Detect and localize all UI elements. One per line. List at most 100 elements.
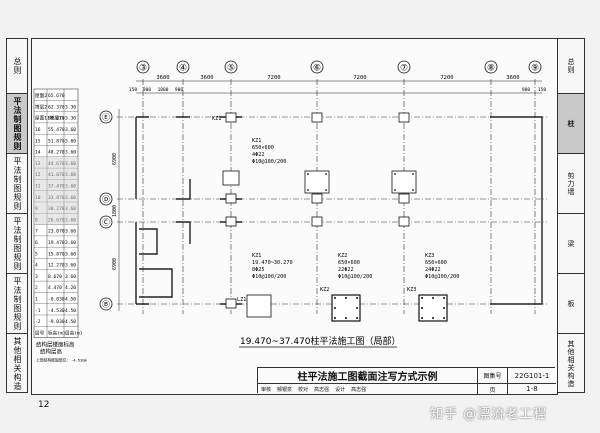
floor-table-cell: 3.60 <box>65 263 76 269</box>
dim-left-2: 1800 <box>112 205 118 217</box>
floor-table-cell: 4.50 <box>65 308 76 314</box>
floor-table-cell: -1 <box>35 308 41 314</box>
axis-label-4: ④ <box>179 64 187 74</box>
vertical-grid-lines <box>142 79 536 314</box>
floor-table-cell: 5 <box>35 251 38 257</box>
axis-label-5: ⑤ <box>227 64 235 74</box>
column-kz1-C7[interactable] <box>398 216 410 227</box>
section-kz2-detail[interactable] <box>331 294 361 322</box>
section-kz1-detail[interactable] <box>222 170 240 186</box>
column-kz1-E5[interactable] <box>225 112 237 123</box>
right-tab-column[interactable]: 柱 <box>558 94 584 154</box>
column-kz1-D7[interactable] <box>398 193 410 204</box>
dim-detail-4: 900 <box>175 87 183 93</box>
right-tab-shear-wall[interactable]: 剪力墙 <box>558 154 584 214</box>
dim-detail-2: 900 <box>143 87 151 93</box>
kz2-line3: 22Φ22 <box>338 267 354 273</box>
section-kz1-detail-2[interactable] <box>304 170 330 194</box>
floor-table-cell: -2 <box>35 319 41 325</box>
column-kz1-C5[interactable] <box>225 216 237 227</box>
column-kz1-C6[interactable] <box>311 216 323 227</box>
dim-top-6: 3600 <box>506 75 519 81</box>
label-kz2-b: KZ2 <box>320 287 329 293</box>
right-tab-column: 总则 柱 剪力墙 梁 板 其他相关构造 <box>557 38 585 393</box>
right-tab-other[interactable]: 其他相关构造 <box>567 339 575 388</box>
label-kz1-top: KZ1 <box>212 116 221 122</box>
section-kz3-detail[interactable] <box>418 294 448 322</box>
kz1-bottom-line1: KZ1 <box>252 253 261 259</box>
floor-table-highlight <box>34 156 78 169</box>
floor-table-highlight <box>34 213 78 225</box>
atlas-number: 22G101-1 <box>508 368 556 384</box>
kz3-line3: 24Φ22 <box>425 267 441 273</box>
floor-table-cell: -9.030 <box>48 319 65 325</box>
left-tab-other[interactable]: 其他相关构造 <box>13 336 22 391</box>
drawing-title: 柱平法施工图截面注写方式示例 <box>258 368 478 384</box>
axis-bubble-C <box>99 215 113 229</box>
dim-detail-11: 900 <box>522 87 530 93</box>
label-lz1: LZ1 <box>237 297 246 303</box>
axis-label-E: Ⓔ <box>102 113 110 122</box>
floor-table-cell: 3 <box>35 274 38 280</box>
sign-design-label: 设计 <box>335 386 346 393</box>
floor-table-cell: 8.670 <box>48 274 62 280</box>
floor-table-cell: 3.60 <box>65 251 76 257</box>
drawing-caption: 19.470~37.470柱平法施工图（局部） <box>240 335 401 347</box>
floor-table-highlight <box>34 202 78 214</box>
floor-table-cell: 3.30 <box>65 104 76 110</box>
axis-bubble-5 <box>224 60 238 74</box>
floor-table-cell: 4 <box>35 263 38 269</box>
floor-table-cell: 屋面1(塔层1) <box>35 115 64 122</box>
axis-label-D: Ⓓ <box>102 195 110 204</box>
sign-review-label: 审核 <box>261 386 272 393</box>
floor-table-cell: 3.60 <box>65 150 76 156</box>
left-tab-general[interactable]: 总则 <box>7 39 27 94</box>
sheet-page: 1-8 <box>526 385 538 393</box>
floor-table-cell: 塔层2 <box>35 103 47 110</box>
floor-table-note: 上部结构嵌固部位: -4.530m <box>36 358 88 363</box>
axis-label-3: ③ <box>139 64 147 74</box>
column-kz1-B5[interactable] <box>225 298 237 309</box>
page-label: 页 <box>478 384 508 394</box>
left-tab-wall-rules[interactable]: 平法制图规则 <box>7 154 27 214</box>
floor-table-cell: 62.370 <box>48 104 65 110</box>
left-tab-slab-rules[interactable]: 平法制图规则 <box>7 274 27 334</box>
floor-table-cell: 7 <box>35 229 38 235</box>
kz1-note-line1: KZ1 <box>252 138 261 144</box>
kz1-bottom-line4: Φ10@100/200 <box>252 274 286 280</box>
floor-table-caption1: 结构层楼面标高 <box>36 341 75 349</box>
axis-label-C: Ⓒ <box>102 218 110 227</box>
section-kz1-detail-3[interactable] <box>391 170 417 194</box>
column-kz1-D5[interactable] <box>225 193 237 204</box>
floor-table-cell: 14 <box>35 150 41 156</box>
column-kz1-E6[interactable] <box>311 112 323 123</box>
column-kz1-E7[interactable] <box>398 112 410 123</box>
floor-table-cell: 2 <box>35 285 38 291</box>
dim-top-5: 7200 <box>440 75 453 81</box>
floor-table-cell: 6 <box>35 240 38 246</box>
right-tab-general[interactable]: 总则 <box>558 39 584 94</box>
floor-table-cell: 59.070 <box>48 116 65 122</box>
dim-top-3: 7200 <box>267 75 280 81</box>
axis-bubble-8 <box>484 60 498 74</box>
kz1-note-line3: 4Φ22 <box>252 152 265 158</box>
floor-table-cell: 65.670 <box>48 93 65 99</box>
right-tab-slab[interactable]: 板 <box>558 274 584 334</box>
kz1-bottom-line3: 8Φ25 <box>252 267 265 273</box>
floor-table-cell: 4.50 <box>65 319 76 325</box>
dim-detail-3: 1800 <box>158 87 169 93</box>
section-lz1-detail[interactable] <box>246 294 272 318</box>
floor-table-highlight <box>34 190 78 202</box>
floor-table-footer: 层高(m) <box>65 329 83 336</box>
axis-bubble-7 <box>397 60 411 74</box>
floor-table-cell: 4.50 <box>65 297 76 303</box>
floor-table-cell: 23.070 <box>48 229 65 235</box>
sign-review-name: 郁银泉 <box>277 386 293 393</box>
column-kz1-D6[interactable] <box>311 193 323 204</box>
page-number: 12 <box>38 400 50 410</box>
right-tab-beam[interactable]: 梁 <box>558 214 584 274</box>
left-tab-column-rules[interactable]: 平法制图规则 <box>7 94 27 154</box>
left-tab-beam-rules[interactable]: 平法制图规则 <box>7 214 27 274</box>
